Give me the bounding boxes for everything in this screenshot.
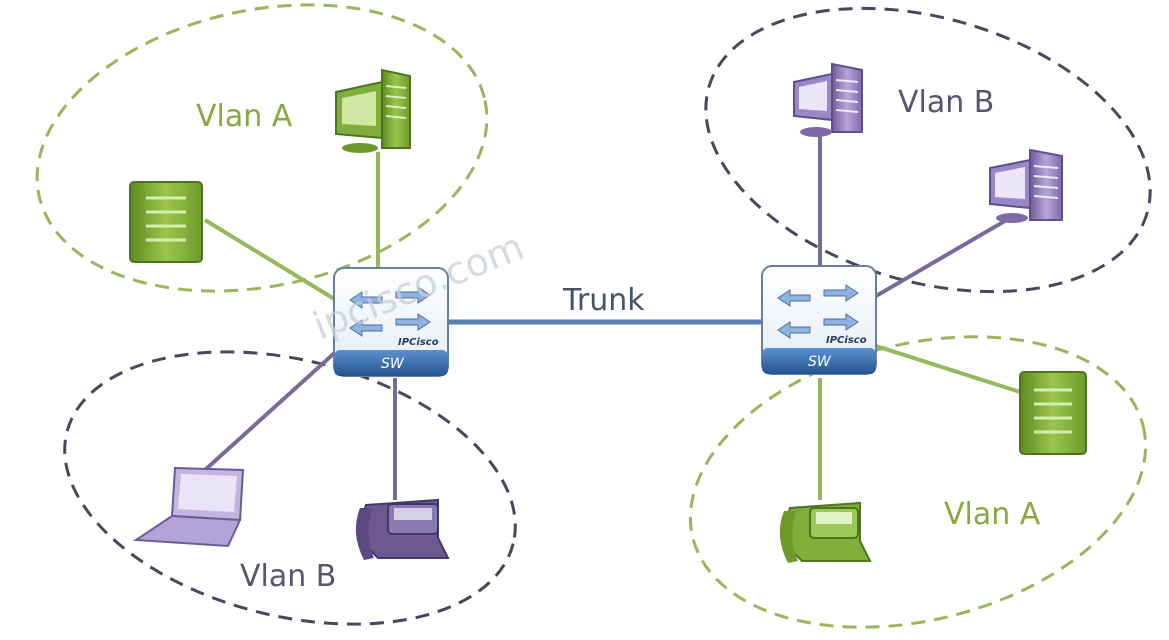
vlan-a-label-bottom-right: Vlan A [944,497,1041,532]
link-server-left [203,218,338,302]
switch-right-brand: IPCisco [826,335,867,346]
switch-arrows-icon [349,286,431,337]
vlan-a-boundary-bottom-right [688,335,1148,629]
switch-left-label: SW [381,356,405,372]
switch-left-brand: IPCisco [398,337,439,348]
vlan-a-label-top-left: Vlan A [196,99,293,134]
trunk-label: Trunk [562,283,645,318]
vlan-b-label-bottom-left: Vlan B [240,559,336,594]
switch-arrows-icon [777,284,859,339]
link-pc-mid-right [874,216,1012,298]
switch-left: IPCisco SW [333,267,449,377]
switch-right-label: SW [808,354,832,370]
vlan-b-label-top-right: Vlan B [898,85,994,120]
ip-phone-icon [779,501,872,563]
desktop-computer-icon [793,62,863,137]
desktop-computer-icon [335,68,411,153]
vlan-a-boundary-top-left [35,3,489,293]
link-server-right [875,344,1021,394]
desktop-computer-icon [989,148,1063,223]
vlan-b-boundary-top-right [704,6,1152,294]
ip-phone-icon [355,498,450,560]
server-icon [129,181,203,263]
laptop-icon [132,466,245,548]
link-laptop-left [203,346,342,472]
switch-right: IPCisco SW [761,265,877,375]
server-icon [1019,371,1087,455]
